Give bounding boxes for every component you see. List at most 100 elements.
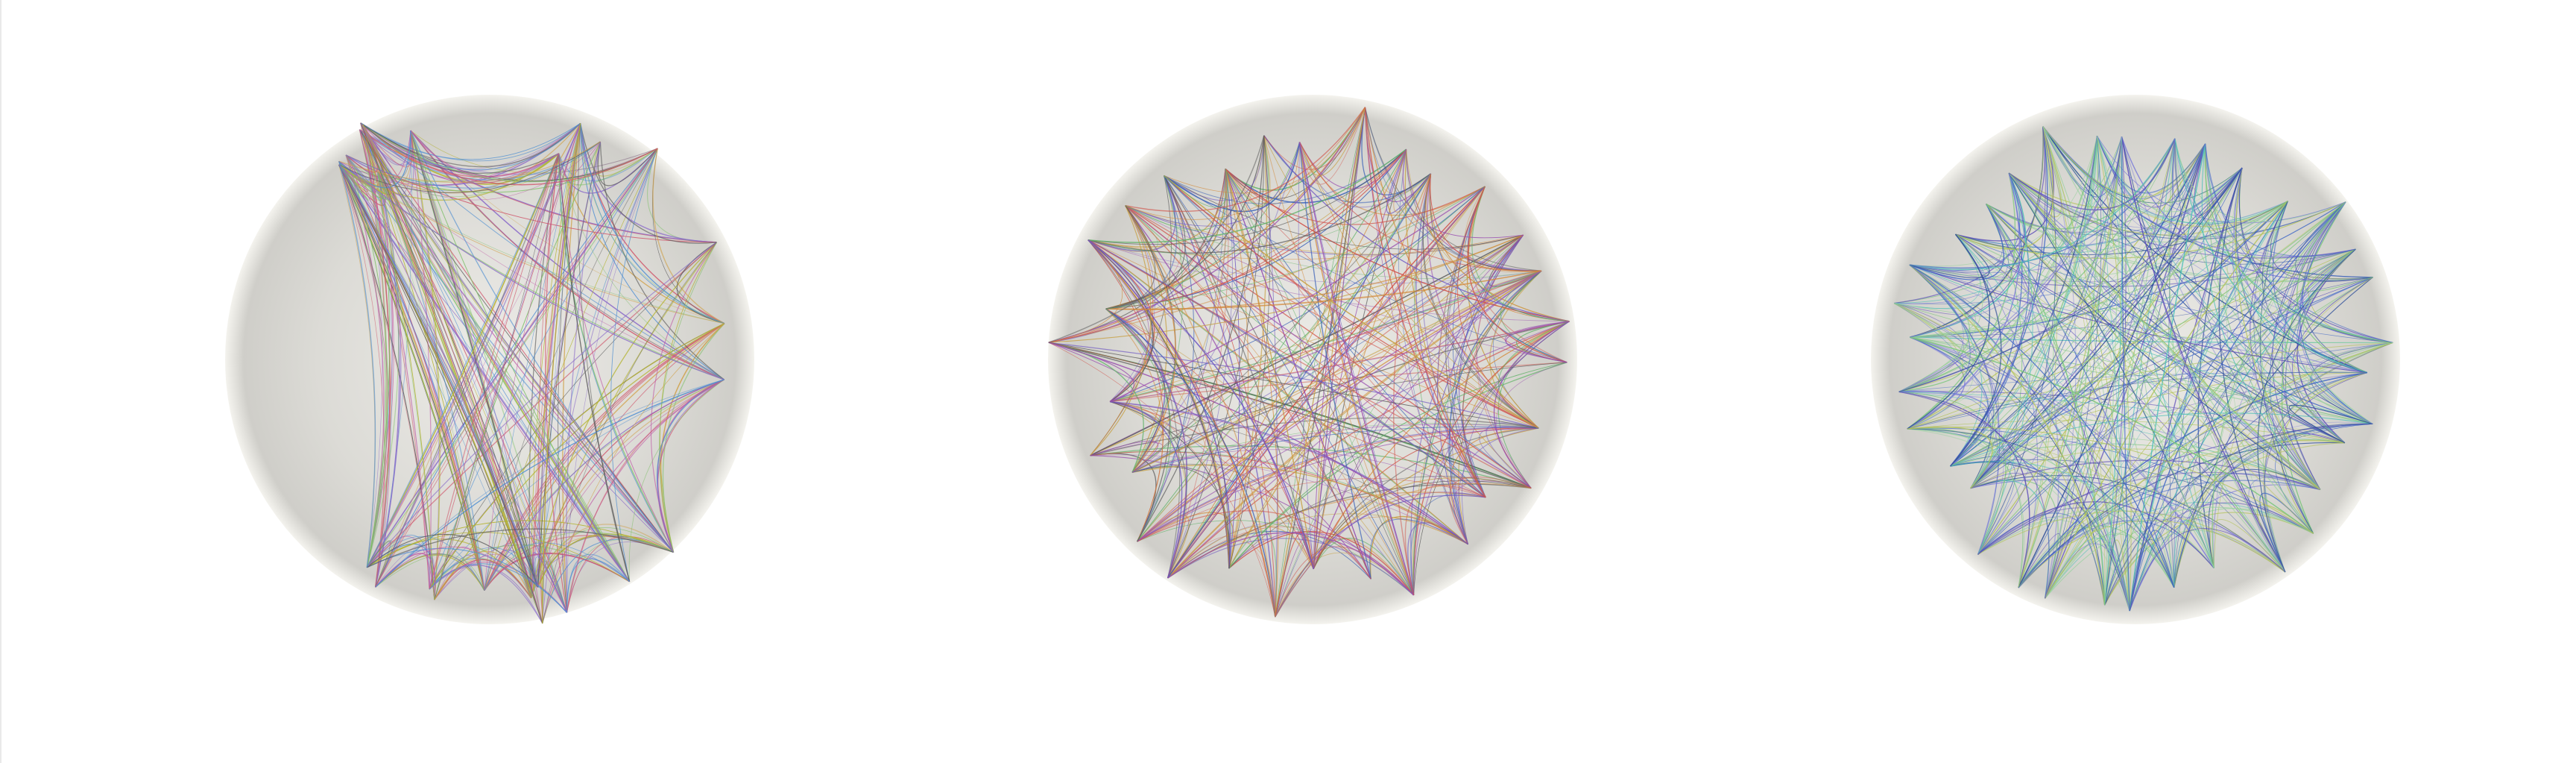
string-line xyxy=(1950,443,2321,490)
string-line xyxy=(429,563,567,613)
string-line xyxy=(580,123,725,324)
string-line xyxy=(1955,201,2346,259)
string-line xyxy=(1263,135,1415,596)
string-line xyxy=(2018,513,2286,588)
string-line xyxy=(1955,233,2286,573)
string-line xyxy=(1471,186,1570,322)
string-line xyxy=(484,323,725,591)
string-line xyxy=(1364,107,1542,271)
string-line xyxy=(1909,138,2176,269)
string-line xyxy=(610,148,658,582)
string-line xyxy=(1298,142,1371,580)
string-line xyxy=(1898,391,1990,467)
string-line xyxy=(1090,234,1524,456)
string-line xyxy=(1110,321,1570,402)
string-line xyxy=(410,130,675,553)
string-line xyxy=(484,379,724,591)
string-line xyxy=(2018,136,2123,588)
string-line xyxy=(1125,205,1486,498)
string-line xyxy=(377,172,485,591)
string-line xyxy=(1131,426,1539,473)
string-line xyxy=(1263,135,1539,429)
string-line xyxy=(1225,169,1314,570)
string-line xyxy=(1087,239,1230,569)
string-line xyxy=(338,161,386,568)
string-line xyxy=(1275,270,1542,618)
string-line xyxy=(410,131,440,600)
string-line xyxy=(1137,234,1524,542)
string-line xyxy=(1167,536,1276,618)
string-line xyxy=(1164,142,1301,213)
string-line xyxy=(1228,531,1415,596)
string-line xyxy=(1909,264,2175,588)
string-line xyxy=(1986,204,2321,490)
string-line xyxy=(1105,308,1164,542)
string-line xyxy=(1909,248,2356,283)
string-line xyxy=(1364,107,1486,498)
string-line xyxy=(1131,424,1539,473)
string-line xyxy=(375,553,436,600)
string-line xyxy=(542,323,725,624)
string-line xyxy=(1299,142,1539,429)
string-line xyxy=(1109,401,1183,579)
string-line xyxy=(1483,234,1568,363)
string-line xyxy=(2218,167,2286,573)
string-line xyxy=(1909,264,2106,606)
string-line xyxy=(1105,308,1230,569)
string-line xyxy=(1125,205,1524,255)
string-line xyxy=(2205,143,2393,343)
string-line xyxy=(2129,539,2175,612)
string-line xyxy=(366,153,560,568)
string-line xyxy=(1898,391,2130,612)
string-line xyxy=(1977,277,2373,555)
string-line xyxy=(1090,454,1468,545)
string-line xyxy=(2294,277,2373,444)
string-line xyxy=(1087,239,1486,498)
string-line xyxy=(1110,321,1570,403)
string-line xyxy=(366,153,560,568)
string-line xyxy=(1090,451,1468,545)
string-line xyxy=(1429,173,1568,363)
string-line xyxy=(410,131,432,589)
string-line xyxy=(1163,175,1314,570)
string-line xyxy=(542,123,581,624)
string-line xyxy=(1087,239,1314,570)
string-line xyxy=(1449,476,1532,545)
string-line xyxy=(1131,449,1486,498)
string-line xyxy=(366,172,391,568)
string-line xyxy=(2295,201,2373,282)
string-line xyxy=(1164,135,1265,201)
string-line xyxy=(1137,427,1539,542)
string-line xyxy=(1909,167,2243,274)
string-line xyxy=(338,160,724,380)
string-line xyxy=(1910,336,2373,425)
string-line xyxy=(566,558,630,613)
string-line xyxy=(1299,142,1532,489)
string-line xyxy=(2018,440,2345,588)
string-line xyxy=(1313,427,1539,570)
string-line xyxy=(1986,204,2175,588)
string-line xyxy=(2096,136,2132,612)
string-line xyxy=(1167,186,1486,579)
string-line xyxy=(1225,135,1269,207)
string-line xyxy=(2104,136,2123,606)
string-line xyxy=(1228,135,1271,569)
string-line xyxy=(410,130,631,583)
string-line xyxy=(2174,277,2373,588)
string-line xyxy=(1393,149,1431,213)
string-line xyxy=(1950,456,2015,555)
string-line xyxy=(1299,142,1407,189)
string-line xyxy=(1164,175,1539,429)
string-line xyxy=(1087,173,1431,255)
string-line xyxy=(434,123,581,600)
string-line xyxy=(338,123,581,186)
string-line xyxy=(1137,478,1486,542)
string-line xyxy=(1977,512,2106,606)
string-line xyxy=(1167,541,1276,618)
string-line xyxy=(1228,186,1486,569)
string-line xyxy=(375,379,724,588)
string-line xyxy=(1167,525,1314,579)
string-line xyxy=(1955,126,2054,242)
string-line xyxy=(1048,342,1276,618)
string-line xyxy=(362,124,543,624)
